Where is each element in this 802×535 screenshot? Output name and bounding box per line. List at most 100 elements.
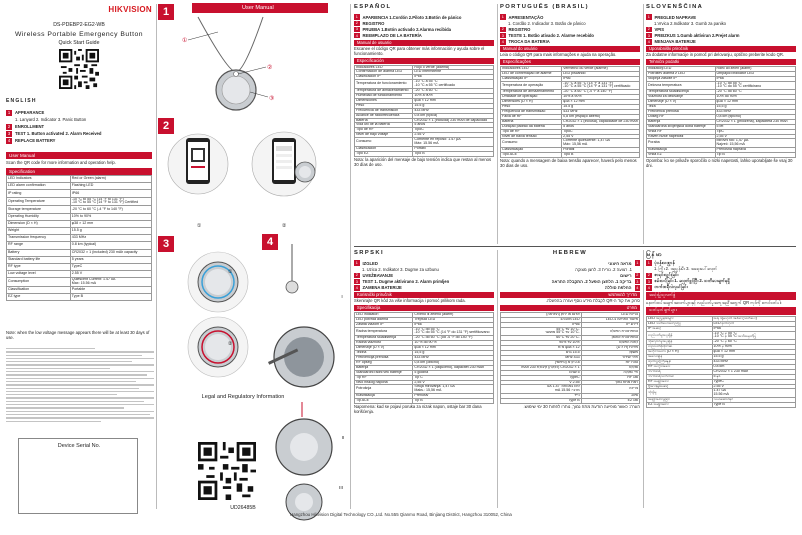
step-number: 3 (354, 278, 360, 285)
serial-label: Device Serial No. (57, 443, 101, 449)
step-number: 3 (500, 32, 506, 39)
scan-instruction: Escanee el código QR para obtener más in… (354, 45, 485, 56)
table-row: EZ အမျိုးအစားType B (646, 402, 797, 409)
serial-number-box: Device Serial No. (18, 438, 138, 514)
spec-label: Standard battery life (6, 255, 71, 264)
column-divider (497, 250, 498, 508)
language-heading: ESPAÑOL (354, 4, 392, 10)
device-with-lanyard-illustration: ① ② ③ (182, 16, 274, 111)
step-number: 1 (6, 109, 12, 116)
user-manual-header: User Manual (192, 3, 328, 13)
spec-value: Mirovni tok: 1,47 μA Največ: 15,56 mA (714, 138, 797, 149)
step-number: 1 (646, 14, 652, 20)
list-item-label: 1. Lanyard 2. Indicator 3. Panic Button (15, 117, 87, 122)
step-number: 1 (646, 260, 652, 266)
svg-text:③: ③ (269, 95, 274, 102)
product-title: Wireless Portable Emergency Button (14, 31, 144, 38)
spec-label: RF type (6, 262, 71, 272)
table-row: טמפרטורת הפעלה-10°C עד 55°C -10°C עד 55°… (500, 326, 641, 337)
spec-value: IP66 (412, 321, 494, 328)
step-number: 3 (6, 130, 12, 137)
step-number: 4 (646, 39, 652, 45)
spec-label: လည်ပတ်မှုအပူချိန် (646, 330, 713, 341)
spec-label: Temperatura de armazenamento (499, 89, 563, 96)
spec-value: -10 °C a 55 °C (14 °F a 131 °F) -10 °C a… (561, 80, 640, 91)
spec-value: Red or Green (alarm) (69, 174, 153, 184)
list-item-label: APPEARANCE (15, 110, 45, 115)
language-heading: ENGLISH (6, 98, 37, 104)
specification-heading: Especificación (354, 57, 494, 64)
spec-value: Type B (500, 398, 582, 405)
list-item-label: UVEŽBAVANJE (362, 272, 394, 278)
list-item-label: ENROLLMENT (15, 124, 45, 129)
legal-qr-code-icon[interactable] (198, 442, 256, 500)
step-number: 3 (634, 278, 640, 285)
step-number: 4 (646, 285, 652, 291)
list-item-label: IZGLED (362, 260, 378, 266)
specification-heading: Tehnični podatki (646, 58, 796, 65)
list-item-label: TROCA DA BATERIA (508, 39, 550, 45)
spec-value: Quiescent Current: 1.47 uA Max: 15.56 mA (69, 277, 153, 288)
document-code: UD26485B (230, 505, 256, 511)
spec-value: 433 MHz (69, 234, 153, 243)
section-number: 3 (158, 236, 174, 252)
step-number: 4 (634, 285, 640, 291)
spec-value: IP66 (711, 325, 797, 332)
spec-value: Tipo B (561, 152, 640, 159)
table-row: Dimension (D × H)φ38 × 12 mm (6, 219, 153, 228)
qr-code-icon[interactable] (59, 49, 99, 89)
battery-note: Napomena: kad se pojavi poruka za nizak … (354, 404, 482, 414)
spec-label: Temperatura de funcionamiento (353, 79, 414, 90)
spec-table: LED အညွှန်းမီးများအနီ သို့မဟုတ် အစိမ်း (… (646, 315, 797, 409)
list-item-label: מראה חיצוני (608, 260, 632, 266)
step-number: 2 (634, 272, 640, 279)
fold-line (156, 4, 157, 509)
specification-heading: Specifikacija (354, 304, 494, 311)
spec-label: Consumption (6, 277, 71, 288)
spec-label: LED Indicators (6, 174, 71, 184)
table-row: Storage temperature-20 °C to 60 °C (-4 °… (6, 205, 153, 214)
spec-label: Tip ACE (353, 398, 414, 405)
list-item-label: APRESENTAÇÃO (508, 14, 544, 20)
spec-label: Dimension (D × H) (6, 219, 71, 228)
spec-value: CR2032 × 1 (incluida) 230 mAh de capacid… (412, 117, 494, 124)
list-item-label: PRUEBA 1.Botón activado 2.Alarma recibid… (362, 26, 452, 32)
list-item-label: PREIZKUS 1.Gumb aktiviran 2.Prejet alarm (654, 33, 740, 39)
spec-label: Temperatura de almacenamiento (353, 88, 414, 94)
spec-label: Consumo (353, 137, 414, 147)
spec-value: 1.47 uA 15.56 mA (711, 388, 797, 399)
spec-value: Type B (711, 402, 797, 409)
spec-label: Delovna temperatura (646, 80, 716, 91)
list-item-label: החלפת סוללה (604, 285, 632, 291)
scan-instruction: Za dodatne informacije in pomoč pri delo… (646, 51, 785, 57)
list-item: 1. Lanyard 2. Indicator 3. Panic Button (6, 116, 152, 123)
legal-fine-print (6, 348, 154, 424)
step-number: 3 (354, 26, 360, 33)
battery-note: הערה: כאשר מופיעה הודעת מתח נמוך, נותרו … (523, 404, 640, 410)
spec-label: LED alarm confirmation (6, 182, 71, 191)
list-item-label: TEST 1. Button activated 2. Alarm Receiv… (15, 131, 102, 136)
